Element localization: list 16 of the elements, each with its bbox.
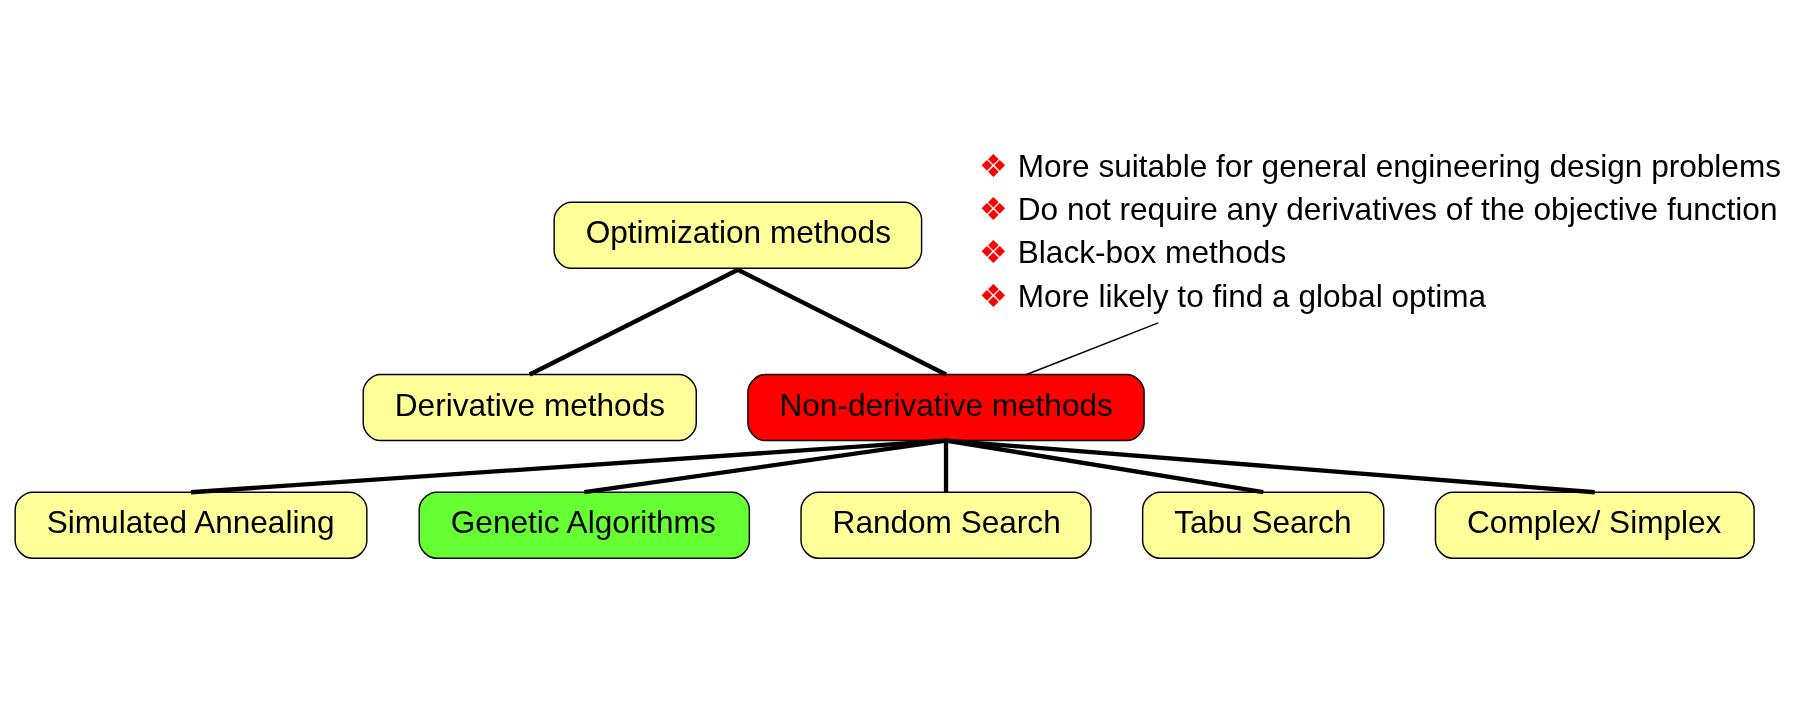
connector xyxy=(945,437,1595,494)
node-box: Non-derivative methods xyxy=(747,373,1145,441)
node-box: Derivative methods xyxy=(362,373,697,441)
connector xyxy=(736,267,947,376)
connector xyxy=(1025,321,1159,375)
node-box: Genetic Algorithms xyxy=(418,491,751,559)
connector xyxy=(584,437,947,494)
connector xyxy=(528,267,739,376)
node-text: ❖ More suitable for general engineering design problems ❖ Do not require any derivatives of the objective function ❖ Black-box methods ❖ More likely to find a global optima xyxy=(979,147,1781,313)
connector xyxy=(943,440,949,492)
node-box: Complex/ Simplex xyxy=(1434,491,1755,559)
node-box: Simulated Annealing xyxy=(14,491,368,559)
connector xyxy=(190,437,947,494)
node-box: Random Search xyxy=(800,491,1092,559)
node-box: Tabu Search xyxy=(1141,491,1385,559)
node-box: Optimization methods xyxy=(553,201,923,269)
